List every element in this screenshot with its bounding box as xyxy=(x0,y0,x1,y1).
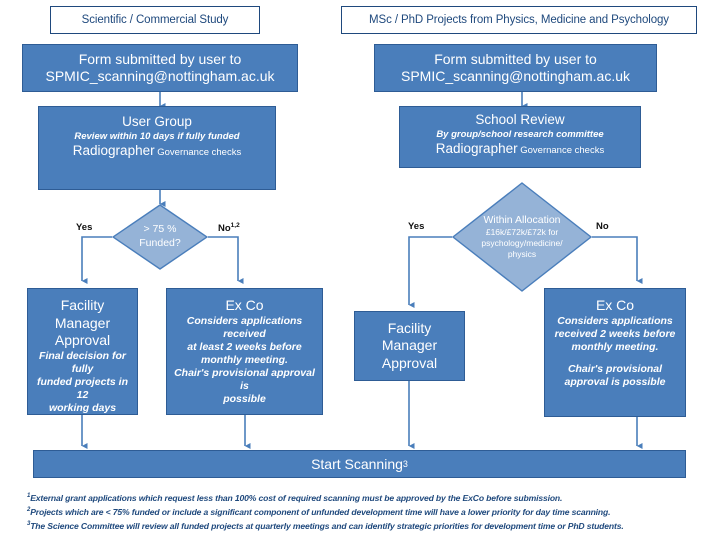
right-review-checks: Radiographer Governance checks xyxy=(436,141,604,158)
right-submit-line2: SPMIC_scanning@nottingham.ac.uk xyxy=(401,68,630,84)
footnote-2-text: Projects which are < 75% funded or inclu… xyxy=(30,506,611,517)
right-no-text: No xyxy=(596,221,609,232)
left-yes-detail-line3: working days xyxy=(48,402,117,414)
left-review-box: User Group Review within 10 days if full… xyxy=(38,106,276,190)
footnote-3: 3The Science Committee will review all f… xyxy=(27,520,693,534)
right-no-heading: Ex Co xyxy=(595,297,635,313)
right-no-detail-line1: Considers applications xyxy=(557,314,673,327)
left-review-checks-rest: Governance checks xyxy=(154,146,242,158)
left-no-detail-line3: monthly meeting. xyxy=(201,353,288,366)
footnote-3-marker: 3 xyxy=(27,520,31,527)
left-yes-heading-line1: Facility Manager xyxy=(54,297,111,331)
right-submit-line1: Form submitted by user to xyxy=(434,50,597,67)
left-decision-diamond[interactable]: > 75 % Funded? xyxy=(112,204,208,270)
right-no-outcome-box: Ex Co Considers applications received 2 … xyxy=(544,288,686,417)
right-title-text: MSc / PhD Projects from Physics, Medicin… xyxy=(369,14,669,26)
right-yes-outcome-box: Facility Manager Approval xyxy=(354,311,465,381)
left-no-detail-line1: Considers applications received xyxy=(186,314,303,340)
left-yes-heading-line2: Approval xyxy=(54,332,111,348)
left-no-heading: Ex Co xyxy=(225,297,264,313)
start-scanning-label: Start Scanning xyxy=(311,456,403,472)
right-no-detail-line5: approval is possible xyxy=(564,376,666,388)
right-yes-heading-line2: Approval xyxy=(381,354,438,371)
right-review-checks-strong: Radiographer xyxy=(435,140,518,156)
right-decision-diamond[interactable]: Within Allocation £16k/£72k/£72k for psy… xyxy=(452,182,592,292)
left-no-outcome-box: Ex Co Considers applications received at… xyxy=(166,288,323,415)
footnote-3-text: The Science Committee will review all fu… xyxy=(30,520,624,531)
left-no-text: No xyxy=(218,223,231,235)
right-review-box: School Review By group/school research c… xyxy=(399,106,641,168)
left-branch-yes-label: Yes xyxy=(76,222,92,233)
footnote-2: 2Projects which are < 75% funded or incl… xyxy=(27,506,693,520)
left-yes-text: Yes xyxy=(76,222,93,233)
left-yes-detail-line1: Final decision for fully xyxy=(39,349,126,375)
right-review-checks-rest: Governance checks xyxy=(517,144,605,156)
right-yes-heading-line1: Facility Manager xyxy=(381,319,438,354)
left-review-heading: User Group xyxy=(122,114,192,129)
right-review-heading: School Review xyxy=(475,112,565,127)
left-diamond-shape xyxy=(112,204,208,270)
left-no-superscript: 1,2 xyxy=(230,222,240,229)
right-submit-box: Form submitted by user to SPMIC_scanning… xyxy=(374,44,657,92)
right-no-detail-line4: Chair's provisional xyxy=(567,362,663,375)
right-branch-no-label: No xyxy=(596,221,609,232)
left-submit-line2: SPMIC_scanning@nottingham.ac.uk xyxy=(45,68,275,84)
right-diamond-shape xyxy=(452,182,592,292)
left-no-detail-line4: Chair's provisional approval is xyxy=(174,367,315,393)
right-no-detail-line3: monthly meeting. xyxy=(571,340,659,353)
left-yes-outcome-box: Facility Manager Approval Final decision… xyxy=(27,288,138,415)
right-no-detail-line2: received 2 weeks before xyxy=(554,327,676,340)
footnote-2-marker: 2 xyxy=(27,507,31,514)
left-submit-box: Form submitted by user to SPMIC_scanning… xyxy=(22,44,298,92)
left-review-checks-strong: Radiographer xyxy=(72,142,155,158)
right-yes-text: Yes xyxy=(408,221,425,232)
right-review-subline: By group/school research committee xyxy=(436,128,604,140)
footnotes-block: 1External grant applications which reque… xyxy=(27,492,693,534)
left-branch-no-label: No1,2 xyxy=(218,222,240,234)
right-branch-yes-label: Yes xyxy=(408,221,424,232)
left-no-detail-line2: at least 2 weeks before xyxy=(187,340,302,353)
left-review-checks: Radiographer Governance checks xyxy=(73,143,241,160)
left-yes-detail-line2: funded projects in 12 xyxy=(36,375,128,401)
footnote-1-text: External grant applications which reques… xyxy=(30,493,563,503)
footnote-1-marker: 1 xyxy=(27,493,31,500)
start-scanning-superscript: 3 xyxy=(402,459,408,469)
left-column-title: Scientific / Commercial Study xyxy=(50,6,260,34)
footnote-1: 1External grant applications which reque… xyxy=(27,492,693,506)
right-column-title: MSc / PhD Projects from Physics, Medicin… xyxy=(341,6,697,34)
left-submit-line1: Form submitted by user to xyxy=(78,50,242,67)
left-no-detail-line5: possible xyxy=(223,393,266,406)
left-title-text: Scientific / Commercial Study xyxy=(81,14,229,26)
left-review-subline: Review within 10 days if fully funded xyxy=(74,130,240,142)
